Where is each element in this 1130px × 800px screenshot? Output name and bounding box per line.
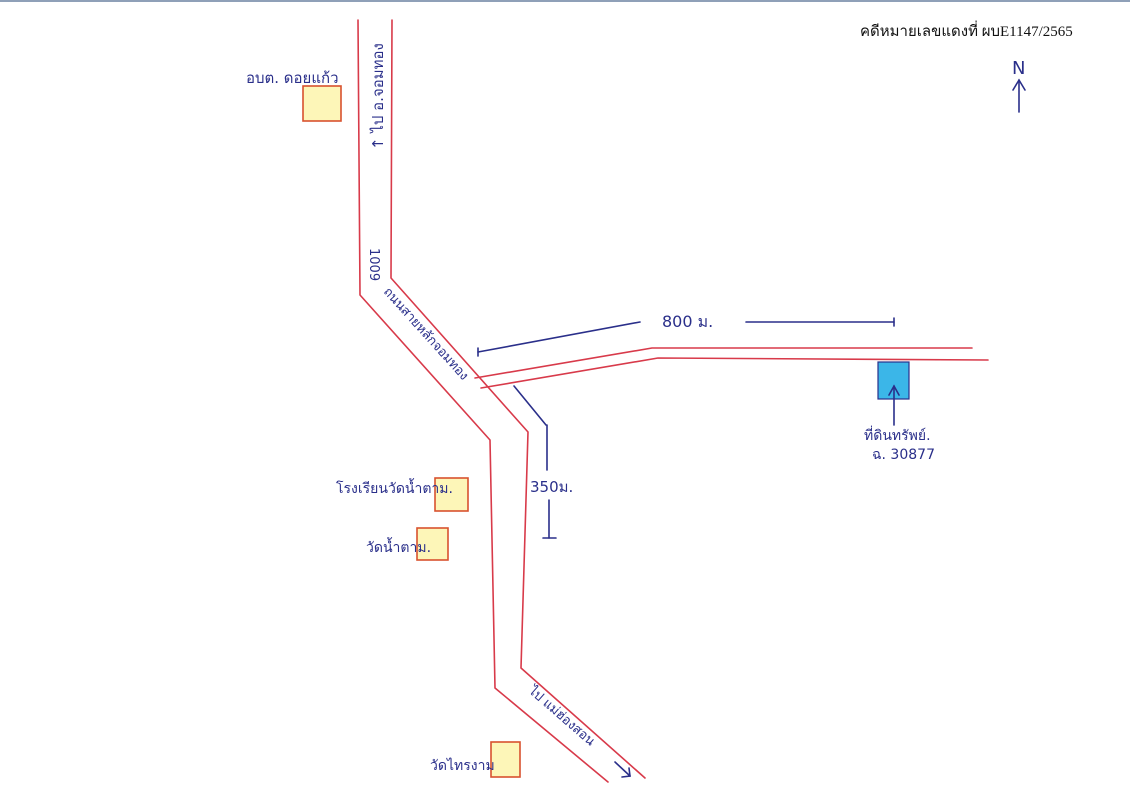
- east-branch-road: [474, 347, 989, 389]
- east-distance-marker: [477, 317, 895, 357]
- road-label-south: ไป แม่ฮ่องสอน: [525, 682, 599, 749]
- district-office-landmark: อบต. ดอยแก้ว: [246, 69, 342, 122]
- main-road: [357, 19, 646, 783]
- north-label: N: [1012, 58, 1025, 79]
- temple-phrathat-label: วัดไทรงาม: [430, 757, 495, 774]
- temple-namtam-label: วัดน้ำตาม.: [366, 537, 431, 556]
- temple-namtam-landmark: วัดน้ำตาม.: [366, 527, 449, 561]
- road-label-north: ↑ ไป อ.จอมทอง: [369, 43, 387, 150]
- case-number: คดีหมายเลขแดงที่ ผบE1147/2565: [860, 20, 1073, 40]
- temple-namtam-building: [416, 527, 449, 561]
- school-landmark: โรงเรียนวัดน้ำตาม.: [336, 477, 469, 512]
- north-arrow-icon: N: [1012, 58, 1026, 113]
- temple-phrathat-landmark: วัดไทรงาม: [430, 741, 521, 778]
- east-distance-label: 800 ม.: [662, 312, 713, 331]
- target-property: ที่ดินทรัพย์. ฉ. 30877: [864, 361, 935, 463]
- school-building: [434, 477, 469, 512]
- temple-phrathat-building: [490, 741, 521, 778]
- district-office-label: อบต. ดอยแก้ว: [246, 69, 339, 87]
- target-property-deed: ฉ. 30877: [872, 447, 935, 463]
- south-direction-arrow-icon: [614, 761, 631, 778]
- target-property-label: ที่ดินทรัพย์.: [864, 426, 931, 444]
- south-distance-label: 350ม.: [530, 478, 573, 496]
- south-distance-marker: [513, 385, 557, 539]
- district-office-building: [302, 85, 342, 122]
- school-label: โรงเรียนวัดน้ำตาม.: [336, 478, 453, 497]
- road-number-label: 1009: [366, 248, 381, 281]
